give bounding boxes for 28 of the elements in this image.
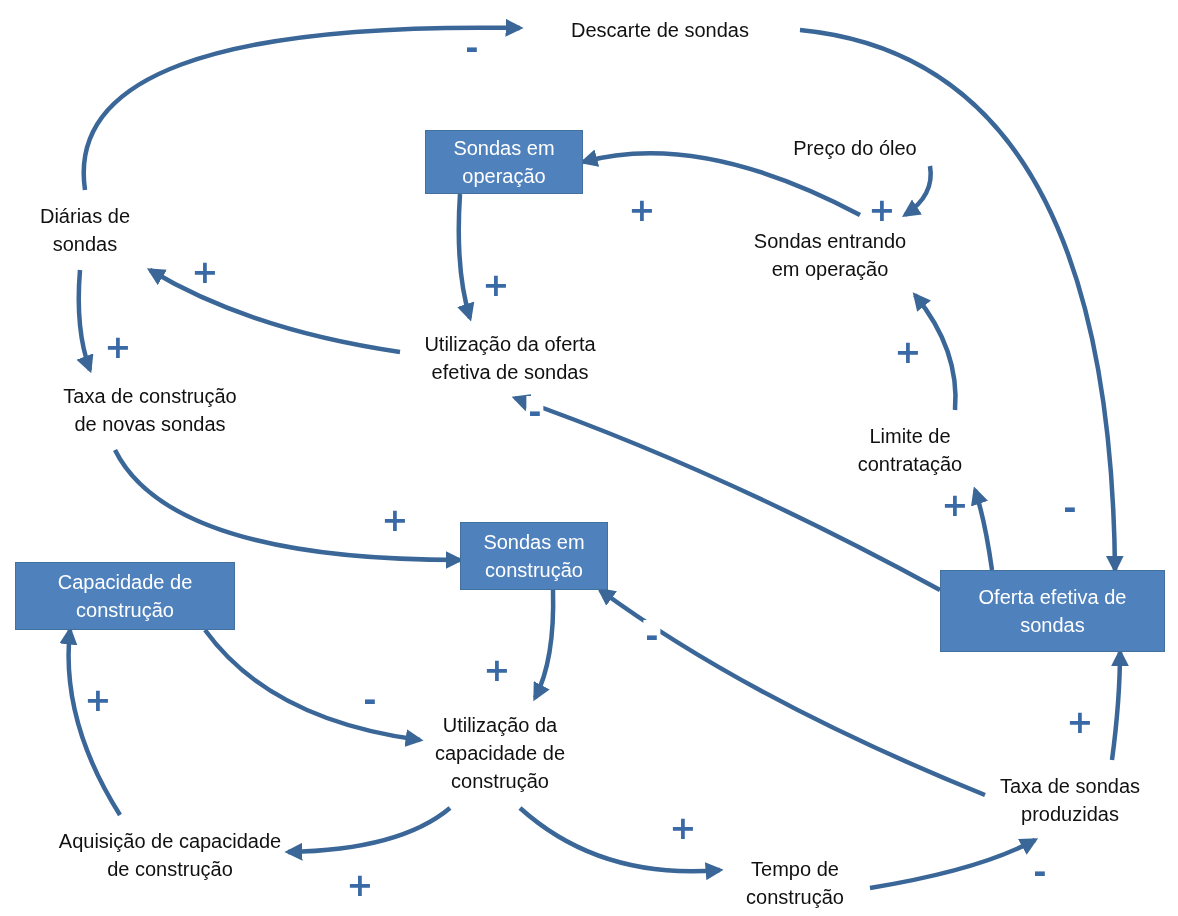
variable-label: Tempo de construção [720, 850, 870, 916]
variable-label: Utilização da capacidade de construção [420, 698, 580, 808]
stock-box: Sondas em construção [460, 522, 608, 590]
variable-label: Utilização da oferta efetiva de sondas [400, 318, 620, 398]
arrow [902, 165, 933, 218]
arrow [597, 587, 986, 798]
arrow [518, 806, 724, 880]
arrow [456, 193, 475, 322]
stock-box: Oferta efetiva de sondas [940, 570, 1165, 652]
arrow [76, 269, 94, 374]
arrow [532, 589, 556, 702]
arrow [511, 394, 942, 592]
arrow [81, 19, 524, 191]
stock-box: Capacidade de construção [15, 562, 235, 630]
arrow [912, 292, 958, 411]
variable-label: Taxa de construção de novas sondas [50, 370, 250, 450]
arrow [970, 486, 995, 571]
variable-label: Taxa de sondas produzidas [985, 760, 1155, 840]
variable-label: Preço do óleo [770, 130, 940, 166]
arrow [284, 806, 452, 861]
variable-label: Aquisição de capacidade de construção [52, 815, 288, 895]
variable-label: Limite de contratação [845, 410, 975, 490]
arrow [146, 268, 401, 355]
arrow [203, 628, 424, 747]
arrow [869, 838, 1039, 891]
variable-label: Diárias de sondas [20, 190, 150, 270]
stock-box: Sondas em operação [425, 130, 583, 194]
variable-label: Descarte de sondas [520, 12, 800, 48]
